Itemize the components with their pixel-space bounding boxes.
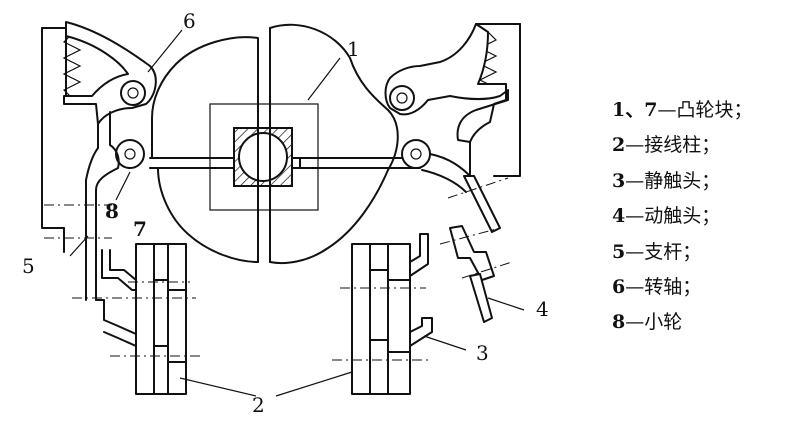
legend-row-shaft: 6—转轴； — [612, 275, 702, 298]
label-moving-contact-4: 4 — [536, 297, 549, 321]
legend-row-rod: 5—支杆； — [612, 240, 702, 263]
cam-block-1 — [269, 23, 399, 265]
legend-row-roller: 8—小轮 — [612, 311, 683, 334]
legend-row-moving-contact: 4—动触头； — [612, 205, 721, 228]
label-cam-7: 7 — [133, 217, 147, 241]
legend-row-cam: 1、7—凸轮块； — [612, 99, 753, 121]
leader-lines — [69, 29, 525, 397]
right-terminal-post — [332, 233, 433, 395]
label-roller-8: 8 — [105, 199, 119, 223]
label-rod-5: 5 — [22, 254, 35, 278]
label-cam-1: 1 — [347, 37, 360, 61]
label-terminal-2: 2 — [252, 393, 265, 417]
legend-row-static-contact: 3—静触头； — [612, 169, 721, 192]
left-lever-assembly — [41, 21, 157, 301]
left-terminal-post — [72, 243, 200, 395]
label-shaft-6: 6 — [183, 9, 196, 33]
legend: 1、7—凸轮块； 2—接线柱； 3—静触头； 4—动触头； 5—支杆； 6—转轴… — [612, 96, 792, 344]
label-static-contact-3: 3 — [476, 341, 489, 365]
legend-row-terminal: 2—接线柱； — [612, 134, 721, 157]
right-lever-assembly — [384, 23, 521, 323]
center-frame — [209, 103, 319, 211]
